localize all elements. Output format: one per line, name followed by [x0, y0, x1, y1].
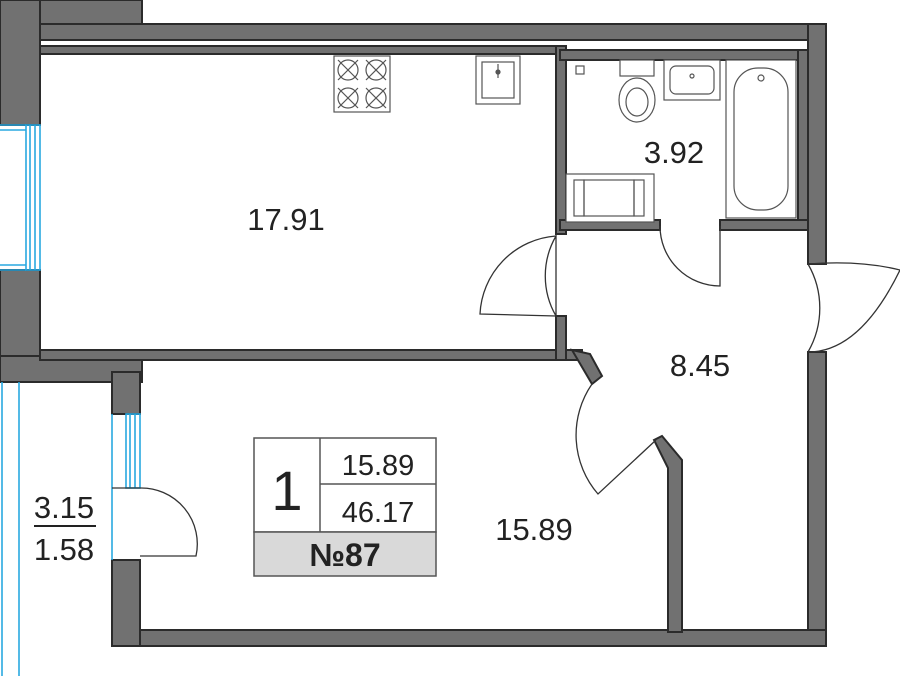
door-kitchen — [544, 233, 557, 319]
wall-right-lower — [807, 351, 827, 633]
wall-balcony-lower — [111, 559, 141, 647]
door-bathroom — [659, 225, 721, 287]
living-area: 15.89 — [342, 450, 415, 482]
window-kitchen — [25, 124, 41, 271]
wall-top — [39, 23, 827, 41]
bathtub-icon — [725, 59, 797, 219]
room-labels: 17.91 3.92 8.45 15.89 3.15 1.58 — [34, 135, 730, 567]
area-balcony-reduced: 1.58 — [34, 532, 94, 567]
wall-bottom — [139, 629, 827, 647]
stove-icon — [333, 55, 391, 113]
area-balcony-total: 3.15 — [34, 490, 94, 525]
apartment-number-bg — [253, 531, 437, 577]
door-entrance — [807, 263, 821, 353]
toilet-icon — [618, 59, 656, 123]
wall-top-left-pillar — [0, 0, 41, 126]
wall-bath-right — [797, 49, 809, 227]
wall-bath-top — [559, 49, 805, 61]
apartment-number: №87 — [309, 537, 380, 573]
wall-balcony-upper — [111, 371, 141, 415]
wall-hall-bedroom-lower — [652, 434, 683, 633]
door-balcony — [112, 487, 198, 557]
room-count: 1 — [271, 459, 302, 522]
wall-kitchen-bedroom — [39, 349, 583, 361]
wall-right-upper — [807, 23, 827, 265]
area-bedroom: 15.89 — [495, 512, 573, 547]
doors — [112, 225, 900, 557]
drain-icon — [575, 65, 585, 75]
wall-kitchen-bath-upper — [555, 45, 567, 235]
door-bedroom — [575, 383, 657, 495]
washbasin-icon — [663, 59, 721, 101]
total-area: 46.17 — [342, 497, 415, 529]
wall-bath-bottom-right — [719, 219, 809, 231]
area-kitchen-living: 17.91 — [247, 202, 325, 237]
kitchen-sink-icon — [475, 55, 521, 105]
area-hallway: 8.45 — [670, 348, 730, 383]
washing-machine-icon — [565, 173, 655, 223]
window-bedroom — [125, 413, 141, 489]
wall-hall-bedroom-slant — [569, 348, 604, 386]
apartment-info-box: 1 15.89 46.17 №87 — [253, 437, 437, 577]
fixtures — [333, 55, 797, 223]
windows — [0, 124, 141, 676]
wall-kitchen-top-inner — [39, 45, 561, 55]
area-bathroom: 3.92 — [644, 135, 704, 170]
wall-kitchen-bath-lower — [555, 315, 567, 361]
